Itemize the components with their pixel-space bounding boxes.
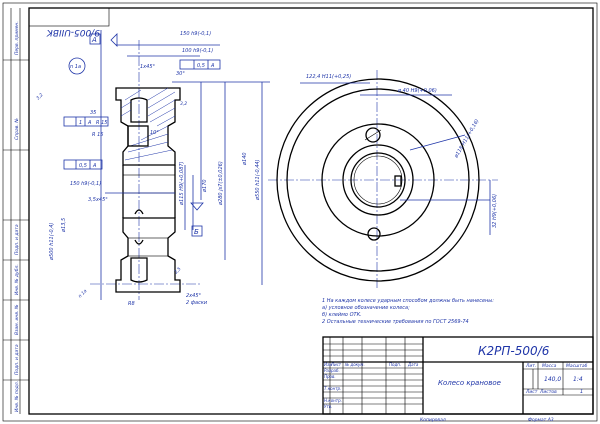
rough-top: 3,2 [180,101,187,107]
technical-notes: 1 На каждом колесе ударным способом долж… [322,298,494,325]
sheet-inner-frame [28,7,594,415]
tol-frame-runout: 0,5 A [63,159,103,170]
note-1: 1 На каждом колесе ударным способом долж… [322,298,494,304]
strip-sprav: Справ. № [14,118,20,140]
section-view: A Б n 1a 150 h9(-0,1) 100 h9(-0,1) 1х45°… [35,30,270,307]
dim-d140: ø140 [242,152,248,166]
wheel-hub-circle [321,123,435,237]
dim-d280: ø280 js7(±0,026) [218,161,224,206]
dim-150-low: 150 h9(-0,1) [70,181,101,187]
tol-r15-datum: A [87,120,92,126]
dim-d115: ø115 H9(+0,087) [179,161,185,206]
strip-inv-dubl: Инв. № дубл. [14,264,20,295]
stamp-mirrored-text: 9/005-UIIBK [46,27,100,37]
wheel-tread-circle [286,88,470,272]
col-lit: Лит. [525,363,536,369]
datum-b-label: Б [194,228,199,236]
listov-value: 1 [580,389,583,395]
tol-r15-tol: 1 [79,120,82,126]
dim-d500: ø500 h11(-0,4) [49,223,55,261]
front-view: 122,4 H11(+0,25) ø 40 H9(+0,06) ø118 H11… [268,70,498,290]
dim-r15: R 15 [96,120,107,126]
rough-bottom: 2,5 [173,266,182,275]
tol-frame-top: 0,5 A [179,59,221,70]
masshtab-value: 1:4 [573,376,583,383]
wheel-hole-upper [365,127,381,143]
col-massa: Масса [542,363,557,369]
dim-d118: ø118 H11(+0,16) [453,118,480,160]
section-upper-hatch [120,87,176,161]
wheel-boss-circle [342,144,414,216]
dim-2x45: 2х45° [186,293,202,299]
part-name: Колесо крановое [438,379,501,387]
row-nkontr: Н.контр. [324,398,342,403]
dim-r15-a: R 15 [92,132,103,138]
dim-d13-5: ø13,5 [61,218,67,233]
row-razrab: Разраб. [324,368,340,373]
note-1b: б) клеймо ОТК. [322,312,362,318]
row-tkontr: Т.контр. [324,386,341,391]
dim-r8: R8 [128,301,135,307]
hdr-izm: Изм [324,362,332,367]
angle-30: 30° [176,71,185,77]
rough-note-circle [68,57,86,75]
dim-1x45-top: 1х45° [140,64,156,70]
hdr-data: Дата [407,362,419,367]
wheel-hole-lower [367,227,381,241]
wheel-outer-circle [276,78,480,282]
datum-a-box [89,33,101,45]
section-lower-outline [115,217,181,293]
strip-podp-data-2: Подп. и дата [14,344,20,375]
designation: К2РП-500/6 [478,344,550,358]
listov-label: Листов [539,389,557,395]
list-label: Лист [525,389,538,395]
strip-inv-podl: Инв. № подл. [14,381,20,412]
dim-35: 35 [90,110,96,116]
dim-d550: ø550 h11(-0,44) [255,159,261,201]
format: Формат А3 [528,417,554,423]
wheel-bore-inner [353,155,403,205]
stamp-box: 9/005-UIIBK [28,7,110,37]
left-strip: Перв. примен. Справ. № Подп. и дата Инв.… [3,8,29,414]
hdr-doc: № докум. [344,362,365,367]
col-masshtab: Масштаб [566,363,588,369]
dim-150: 150 h9(-0,1) [180,31,211,37]
label-n1a: n 1a [70,64,81,70]
note-1a: а) условное обозначение колеса; [322,305,410,311]
massa-value: 140,0 [544,376,561,383]
tol-runout-datum: A [92,163,97,169]
datum-b-box [191,225,203,237]
kopiroval: Копировал [420,417,446,423]
dim-d40: ø 40 H9(+0,06) [397,88,437,94]
datum-a-label: A [91,36,97,44]
dim-d170: ø170 [202,179,208,193]
row-utv: Утв. [324,404,332,409]
hdr-list: Лист [330,362,342,367]
dim-100: 100 h9(-0,1) [182,48,213,54]
strip-podp-data-1: Подп. и дата [14,224,20,255]
dim-122-4: 122,4 H11(+0,25) [306,74,351,80]
hdr-podp: Подп. [389,362,401,367]
rough-note: n 1a [77,288,88,299]
rough-left: 3,2 [35,92,44,101]
dim-2-fask: 2 фаски [186,300,208,306]
dim-32: 32 H9(+0,06) [492,194,498,228]
strip-vzam-inv: Взам. инв. № [14,304,20,335]
tol-runout: 0,5 [79,163,87,169]
tol-frame-r15: 1 A R 15 [63,116,109,127]
angle-10: 10° [150,130,159,136]
tol-flat-top-datum: A [210,63,215,69]
tol-flat-top: 0,5 [197,63,205,69]
strip-perv-primen: Перв. примен. [14,21,20,55]
dim-3-5x45: 3,5х45° [88,197,108,203]
row-prov: Пров. [324,374,336,379]
title-block: К2РП-500/6 Колесо крановое Лит. Масса Ма… [322,336,594,415]
wheel-bore-circle [350,152,406,208]
note-2: 2 Остальные технические требования по ГО… [322,319,469,325]
keyway [394,175,402,187]
